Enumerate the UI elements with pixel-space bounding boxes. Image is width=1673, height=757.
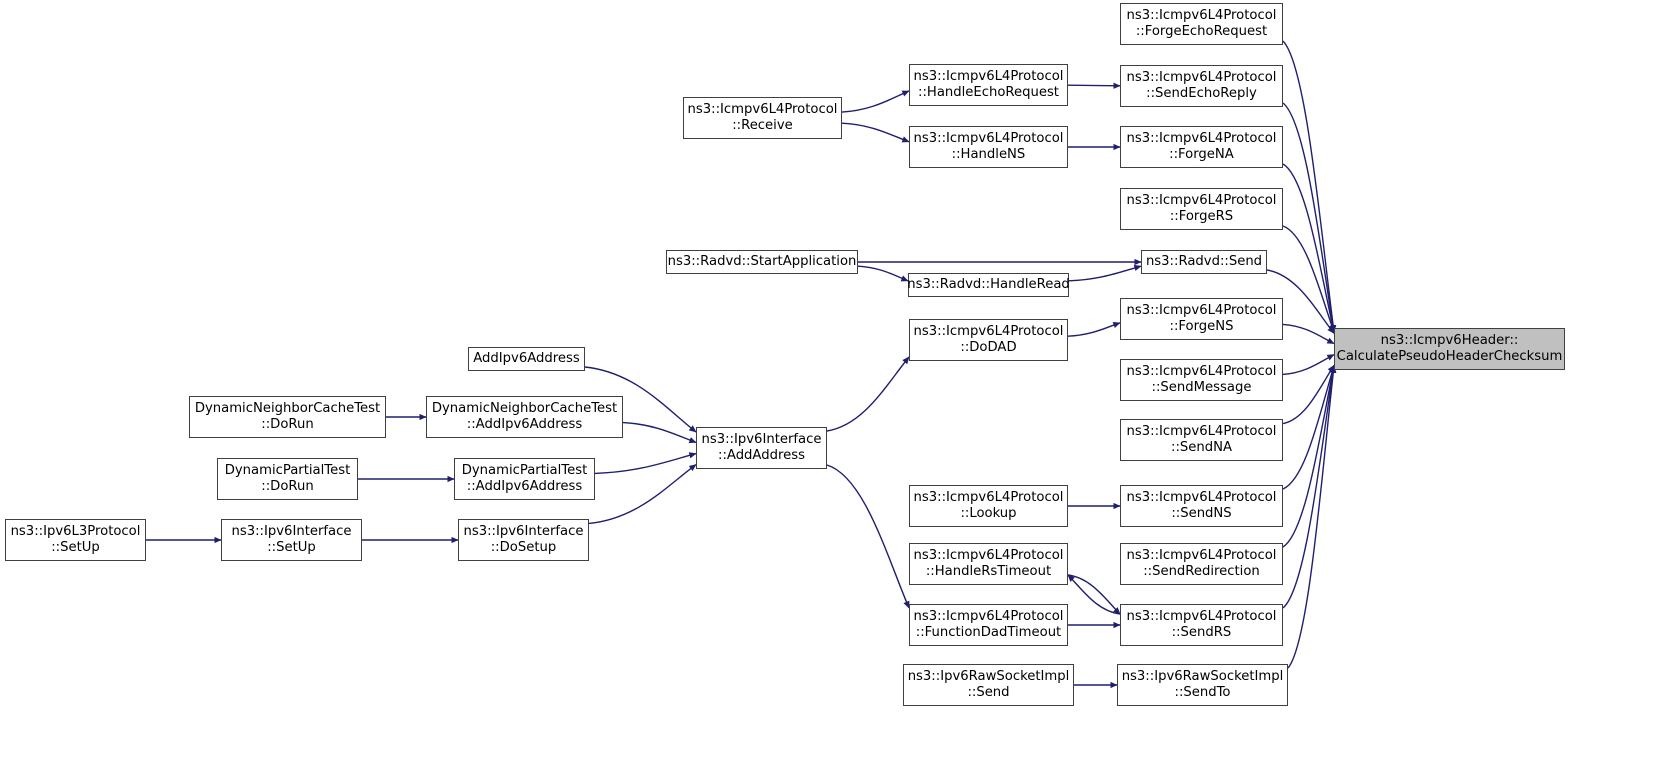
graph-node-icmp_receive[interactable]: ns3::Icmpv6L4Protocol ::Receive (683, 97, 842, 139)
graph-node-label: ns3::Icmpv6L4Protocol ::ForgeNS (1126, 303, 1277, 334)
graph-node-icmp_funcdadto[interactable]: ns3::Icmpv6L4Protocol ::FunctionDadTimeo… (909, 604, 1068, 646)
graph-node-label: ns3::Ipv6Interface ::SetUp (231, 524, 352, 555)
graph-edge-icmp_receive-to-icmp_handlens (841, 122, 910, 143)
graph-node-label: ns3::Ipv6Interface ::AddAddress (701, 432, 822, 463)
graph-node-label: ns3::Radvd::StartApplication (667, 254, 857, 270)
graph-node-dpt_dorun[interactable]: DynamicPartialTest ::DoRun (217, 458, 358, 500)
graph-node-icmp_sendrs[interactable]: ns3::Icmpv6L4Protocol ::SendRS (1120, 604, 1283, 646)
graph-node-icmp_forgens[interactable]: ns3::Icmpv6L4Protocol ::ForgeNS (1120, 298, 1283, 340)
graph-node-label: DynamicPartialTest ::DoRun (224, 463, 351, 494)
graph-node-radvd_send[interactable]: ns3::Radvd::Send (1141, 250, 1267, 274)
graph-node-label: ns3::Icmpv6L4Protocol ::SendMessage (1126, 364, 1277, 395)
graph-edge-ipv6if_addaddress-to-icmp_funcdadto (826, 464, 910, 609)
graph-node-icmp_dodad[interactable]: ns3::Icmpv6L4Protocol ::DoDAD (909, 319, 1068, 361)
graph-node-label: DynamicPartialTest ::AddIpv6Address (461, 463, 588, 494)
graph-node-label: ns3::Icmpv6L4Protocol ::SendNA (1126, 424, 1277, 455)
graph-node-icmp_handlersto[interactable]: ns3::Icmpv6L4Protocol ::HandleRsTimeout (909, 543, 1068, 585)
graph-node-label: ns3::Icmpv6L4Protocol ::ForgeEchoRequest (1126, 8, 1277, 39)
graph-edge-icmp_sendns-to-target_checksum (1282, 365, 1336, 490)
graph-node-ipv6if_setup[interactable]: ns3::Ipv6Interface ::SetUp (221, 519, 362, 561)
graph-edge-icmp_sendrs-to-target_checksum (1282, 365, 1337, 609)
graph-node-label: ns3::Icmpv6Header:: CalculatePseudoHeade… (1336, 333, 1563, 364)
graph-edge-ipv6if_addaddress-to-icmp_dodad (826, 356, 910, 432)
graph-node-ipv6if_dosetup[interactable]: ns3::Ipv6Interface ::DoSetup (458, 519, 589, 561)
graph-node-label: ns3::Icmpv6L4Protocol ::Receive (687, 102, 838, 133)
graph-node-icmp_forgers[interactable]: ns3::Icmpv6L4Protocol ::ForgeRS (1120, 188, 1283, 230)
graph-node-label: AddIpv6Address (473, 351, 580, 367)
graph-edge-icmp_sendmessage-to-target_checksum (1282, 353, 1335, 376)
graph-node-dpt_addipv6[interactable]: DynamicPartialTest ::AddIpv6Address (454, 458, 595, 500)
graph-node-label: ns3::Icmpv6L4Protocol ::Lookup (913, 490, 1064, 521)
graph-node-label: ns3::Icmpv6L4Protocol ::SendRedirection (1126, 548, 1277, 579)
graph-node-label: ns3::Ipv6Interface ::DoSetup (463, 524, 584, 555)
graph-node-label: ns3::Icmpv6L4Protocol ::FunctionDadTimeo… (913, 609, 1064, 640)
graph-node-label: ns3::Icmpv6L4Protocol ::SendNS (1126, 490, 1277, 521)
graph-node-rawsock_send[interactable]: ns3::Ipv6RawSocketImpl ::Send (903, 664, 1074, 706)
graph-edge-icmp_forgeecho-to-target_checksum (1282, 40, 1337, 333)
graph-edge-icmp_sendecho-to-target_checksum (1282, 102, 1337, 333)
graph-node-icmp_sendna[interactable]: ns3::Icmpv6L4Protocol ::SendNA (1120, 419, 1283, 461)
graph-node-icmp_handleecho[interactable]: ns3::Icmpv6L4Protocol ::HandleEchoReques… (909, 64, 1068, 106)
graph-node-radvd_startapp[interactable]: ns3::Radvd::StartApplication (666, 250, 858, 274)
graph-edge-icmp_forgens-to-target_checksum (1282, 323, 1335, 345)
graph-edge-icmp_handleecho-to-icmp_sendecho (1067, 82, 1121, 89)
graph-edge-icmp_sendrs-to-icmp_handlersto (1067, 574, 1121, 615)
graph-edge-icmp_sendredirect-to-target_checksum (1282, 365, 1336, 548)
graph-node-icmp_handlens[interactable]: ns3::Icmpv6L4Protocol ::HandleNS (909, 126, 1068, 168)
graph-edge-dnct_addipv6-to-ipv6if_addaddress (622, 421, 697, 444)
graph-node-icmp_forgeecho[interactable]: ns3::Icmpv6L4Protocol ::ForgeEchoRequest (1120, 3, 1283, 45)
graph-node-label: ns3::Icmpv6L4Protocol ::SendRS (1126, 609, 1277, 640)
graph-edge-radvd_startapp-to-radvd_handleread (857, 265, 909, 282)
graph-edge-icmp_forgers-to-target_checksum (1282, 225, 1335, 333)
graph-edge-radvd_handleread-to-radvd_send (1068, 264, 1142, 282)
graph-edge-icmp_dodad-to-icmp_forgens (1067, 321, 1121, 337)
graph-node-icmp_sendmessage[interactable]: ns3::Icmpv6L4Protocol ::SendMessage (1120, 359, 1283, 401)
graph-node-radvd_handleread[interactable]: ns3::Radvd::HandleRead (907, 273, 1070, 297)
graph-node-dnct_addipv6[interactable]: DynamicNeighborCacheTest ::AddIpv6Addres… (426, 396, 623, 438)
graph-node-dnct_dorun[interactable]: DynamicNeighborCacheTest ::DoRun (189, 396, 386, 438)
graph-node-label: ns3::Icmpv6L4Protocol ::SendEchoReply (1126, 70, 1277, 101)
graph-node-label: ns3::Icmpv6L4Protocol ::HandleEchoReques… (913, 69, 1064, 100)
graph-node-icmp_sendns[interactable]: ns3::Icmpv6L4Protocol ::SendNS (1120, 485, 1283, 527)
graph-node-icmp_sendredirect[interactable]: ns3::Icmpv6L4Protocol ::SendRedirection (1120, 543, 1283, 585)
graph-edge-dpt_addipv6-to-ipv6if_addaddress (594, 452, 697, 475)
graph-node-label: DynamicNeighborCacheTest ::AddIpv6Addres… (431, 401, 618, 432)
graph-node-addipv6address[interactable]: AddIpv6Address (468, 347, 585, 371)
graph-node-icmp_sendecho[interactable]: ns3::Icmpv6L4Protocol ::SendEchoReply (1120, 65, 1283, 107)
graph-node-label: ns3::Ipv6RawSocketImpl ::Send (907, 669, 1070, 700)
graph-node-label: ns3::Ipv6RawSocketImpl ::SendTo (1121, 669, 1284, 700)
graph-node-rawsock_sendto[interactable]: ns3::Ipv6RawSocketImpl ::SendTo (1117, 664, 1288, 706)
graph-node-label: ns3::Icmpv6L4Protocol ::ForgeNA (1126, 131, 1277, 162)
graph-node-label: ns3::Icmpv6L4Protocol ::ForgeRS (1126, 193, 1277, 224)
graph-node-icmp_forgena[interactable]: ns3::Icmpv6L4Protocol ::ForgeNA (1120, 126, 1283, 168)
graph-edge-icmp_forgena-to-target_checksum (1282, 163, 1336, 333)
graph-node-label: ns3::Radvd::HandleRead (907, 277, 1070, 293)
graph-node-label: ns3::Icmpv6L4Protocol ::HandleRsTimeout (913, 548, 1064, 579)
graph-edge-icmp_sendna-to-target_checksum (1282, 364, 1335, 425)
graph-node-label: ns3::Icmpv6L4Protocol ::HandleNS (913, 131, 1064, 162)
graph-node-ipv6if_addaddress[interactable]: ns3::Ipv6Interface ::AddAddress (696, 427, 827, 469)
graph-edge-icmp_handlersto-to-icmp_sendrs (1067, 574, 1121, 615)
graph-node-icmp_lookup[interactable]: ns3::Icmpv6L4Protocol ::Lookup (909, 485, 1068, 527)
graph-node-label: ns3::Ipv6L3Protocol ::SetUp (10, 524, 141, 555)
graph-node-ipv6l3_setup[interactable]: ns3::Ipv6L3Protocol ::SetUp (5, 519, 146, 561)
graph-node-target_checksum[interactable]: ns3::Icmpv6Header:: CalculatePseudoHeade… (1334, 328, 1565, 370)
graph-edge-ipv6if_dosetup-to-ipv6if_addaddress (588, 463, 697, 525)
graph-node-label: ns3::Radvd::Send (1145, 254, 1263, 270)
graph-node-label: DynamicNeighborCacheTest ::DoRun (194, 401, 381, 432)
graph-node-label: ns3::Icmpv6L4Protocol ::DoDAD (913, 324, 1064, 355)
graph-edge-rawsock_sendto-to-target_checksum (1287, 365, 1337, 669)
graph-edge-icmp_receive-to-icmp_handleecho (841, 90, 910, 113)
